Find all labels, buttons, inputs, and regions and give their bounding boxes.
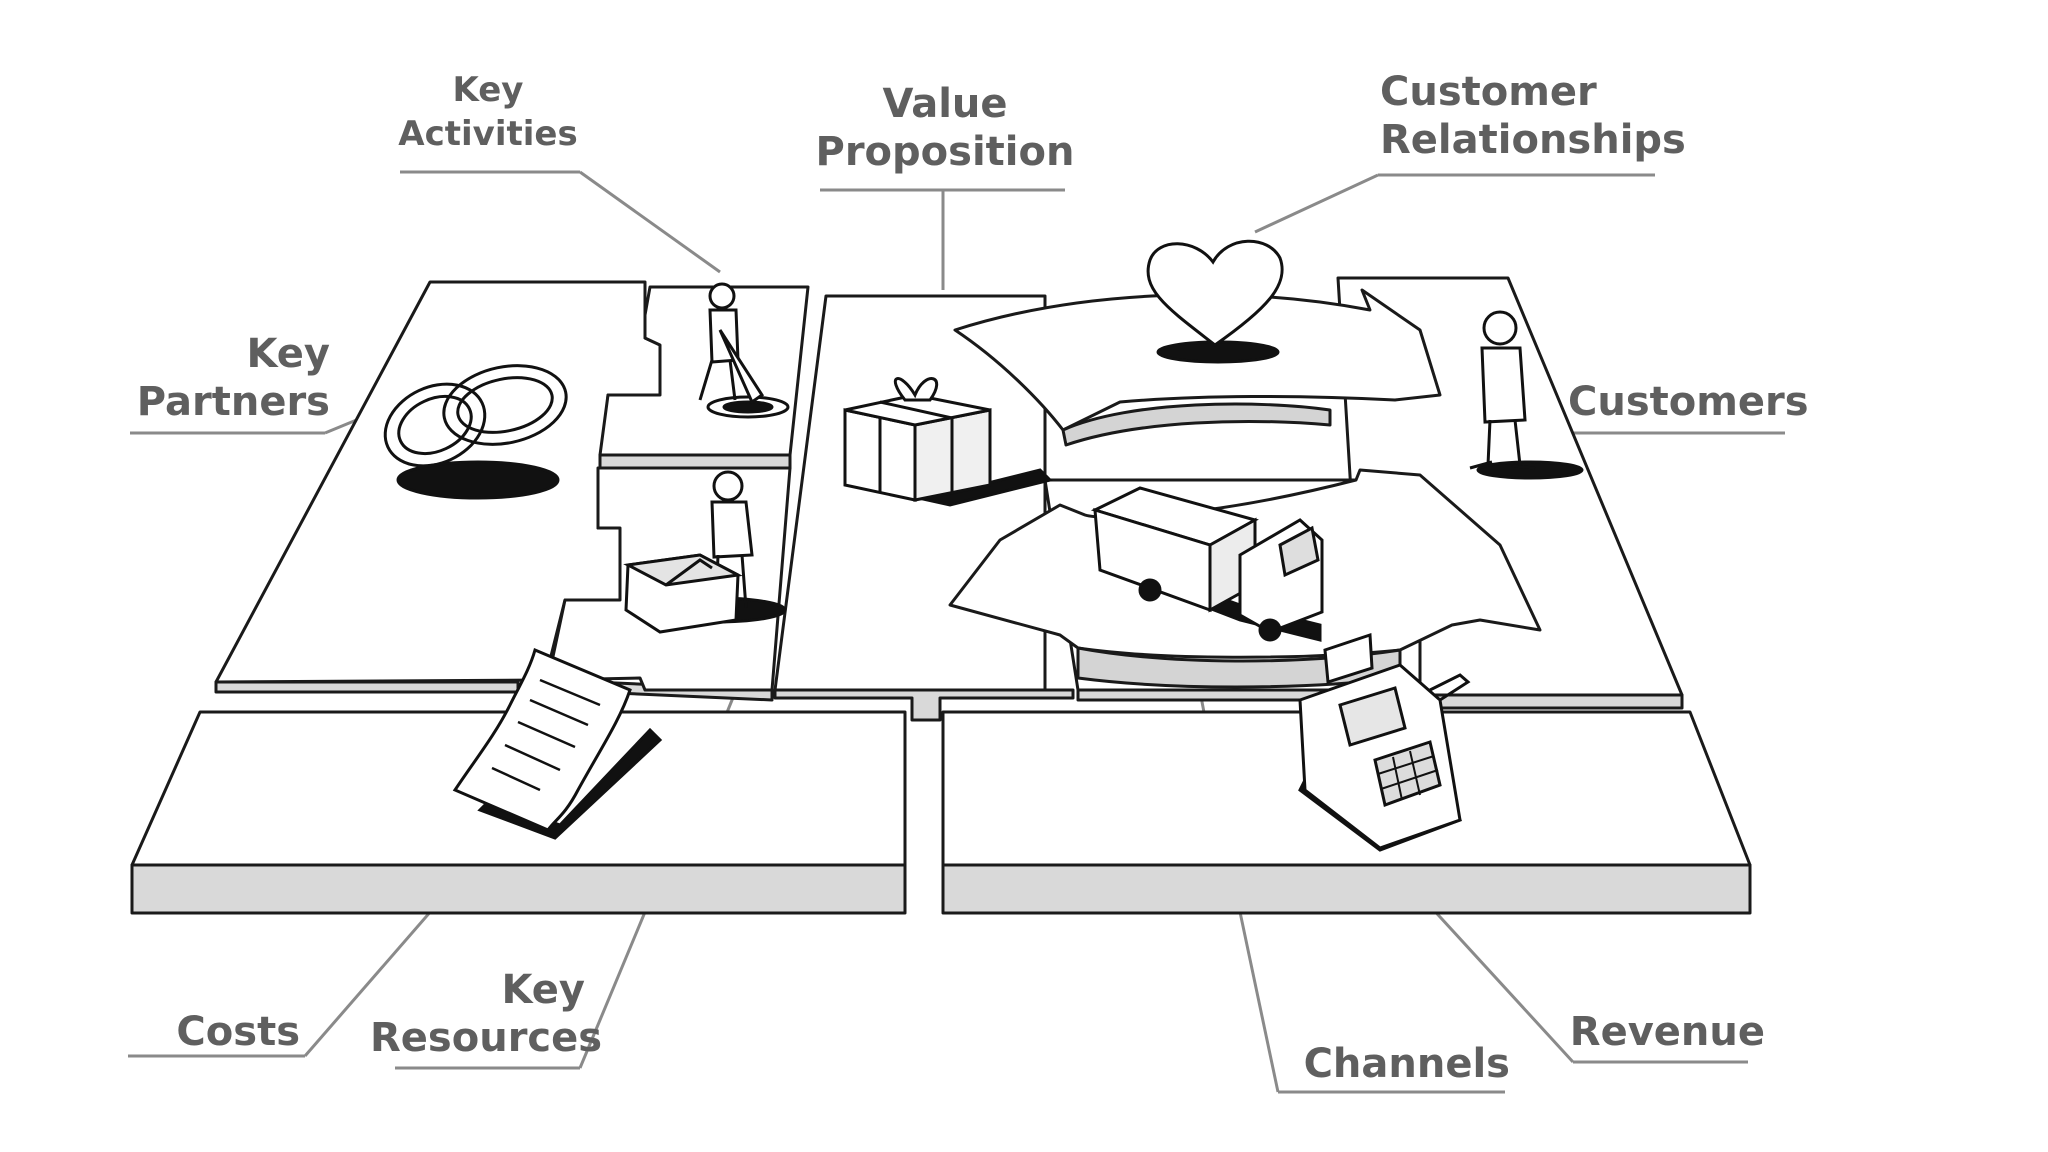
label-costs-text: Costs: [176, 1009, 300, 1055]
interlocked-rings-icon: [383, 364, 568, 500]
revenue-tile-side: [941, 863, 1752, 915]
label-key-partners: Key Partners: [120, 330, 330, 426]
rings-shadow: [396, 460, 560, 500]
cash-register-icon: [1298, 632, 1471, 852]
register-keypad: [1373, 740, 1442, 807]
key-partners-tile-side: [214, 680, 520, 694]
gift-bow: [893, 377, 939, 402]
person-head: [1482, 310, 1518, 346]
label-revenue: Revenue: [1565, 1008, 1765, 1056]
machine-arm: [665, 558, 713, 587]
worker-with-shovel-icon: [698, 282, 790, 419]
delivery-truck-icon: [1090, 486, 1324, 642]
gift-box-icon: [843, 377, 1053, 507]
label-channels-text: Channels: [1303, 1041, 1510, 1087]
label-costs: Costs: [130, 1008, 300, 1056]
machine-top: [623, 553, 743, 587]
customers-tile-side: [1428, 693, 1684, 710]
truck-wheel-2: [1258, 618, 1282, 642]
ring-left-inner: [397, 394, 473, 456]
ring-right: [442, 364, 568, 446]
label-key-partners-line1: Key: [246, 331, 331, 377]
person-feet: [1469, 460, 1536, 470]
register-screen: [1338, 686, 1407, 747]
invoice-lines: [491, 678, 601, 792]
label-customers-text: Customers: [1568, 379, 1809, 425]
label-key-activities-line2: Activities: [398, 114, 578, 155]
label-value-proposition-line2: Proposition: [815, 129, 1075, 175]
label-customer-relationships: Customer Relationships: [1380, 68, 1710, 164]
label-value-proposition-line1: Value: [882, 81, 1008, 127]
person-torso: [1480, 346, 1527, 424]
label-key-resources-line2: Resources: [370, 1015, 603, 1061]
truck-window: [1278, 525, 1320, 578]
leader-key-resources: [578, 911, 647, 1069]
register-keypad-grid: [1377, 750, 1439, 801]
label-value-proposition: Value Proposition: [800, 80, 1090, 176]
label-channels: Channels: [1275, 1040, 1510, 1088]
label-key-partners-line2: Partners: [136, 379, 330, 425]
invoice-paper-icon: [452, 647, 663, 840]
operator-head: [712, 470, 744, 502]
register-handle: [1429, 673, 1471, 702]
leader-customer-relationships: [1254, 173, 1379, 234]
ring-right-inner: [456, 376, 554, 434]
invoice-sheet: [452, 647, 632, 832]
key-activities-tile-side: [598, 453, 792, 470]
costs-tile-side: [130, 863, 907, 915]
person-shadow: [1476, 460, 1584, 480]
heart-icon: [1146, 239, 1284, 364]
label-revenue-text: Revenue: [1569, 1009, 1765, 1055]
label-customers: Customers: [1568, 378, 1809, 426]
worker-legs: [698, 359, 737, 401]
truck-wheel-1: [1138, 578, 1162, 602]
label-key-resources: Key Resources: [370, 966, 603, 1062]
register-display: [1323, 632, 1374, 684]
leader-key-activities: [579, 170, 721, 274]
heart-shadow: [1156, 340, 1280, 364]
ring-left: [383, 382, 487, 468]
operator-body: [710, 500, 754, 559]
person-legs: [1486, 419, 1522, 466]
gift-ribbon: [878, 400, 954, 493]
person-with-machine-icon: [623, 470, 787, 634]
worker-hole-inner: [722, 400, 774, 414]
label-customer-relationships-line1: Customer: [1380, 69, 1597, 115]
upper-arrow-underside: [1061, 402, 1332, 447]
label-key-activities-line1: Key: [452, 70, 524, 110]
label-key-activities: Key Activities: [398, 68, 578, 156]
label-customer-relationships-line2: Relationships: [1380, 117, 1686, 163]
label-key-resources-line1: Key: [501, 967, 586, 1013]
standing-person-icon: [1469, 310, 1584, 480]
heart-shape: [1146, 239, 1284, 347]
leader-channels: [1238, 911, 1280, 1093]
worker-head: [708, 282, 736, 310]
worker-shovel: [718, 329, 765, 405]
